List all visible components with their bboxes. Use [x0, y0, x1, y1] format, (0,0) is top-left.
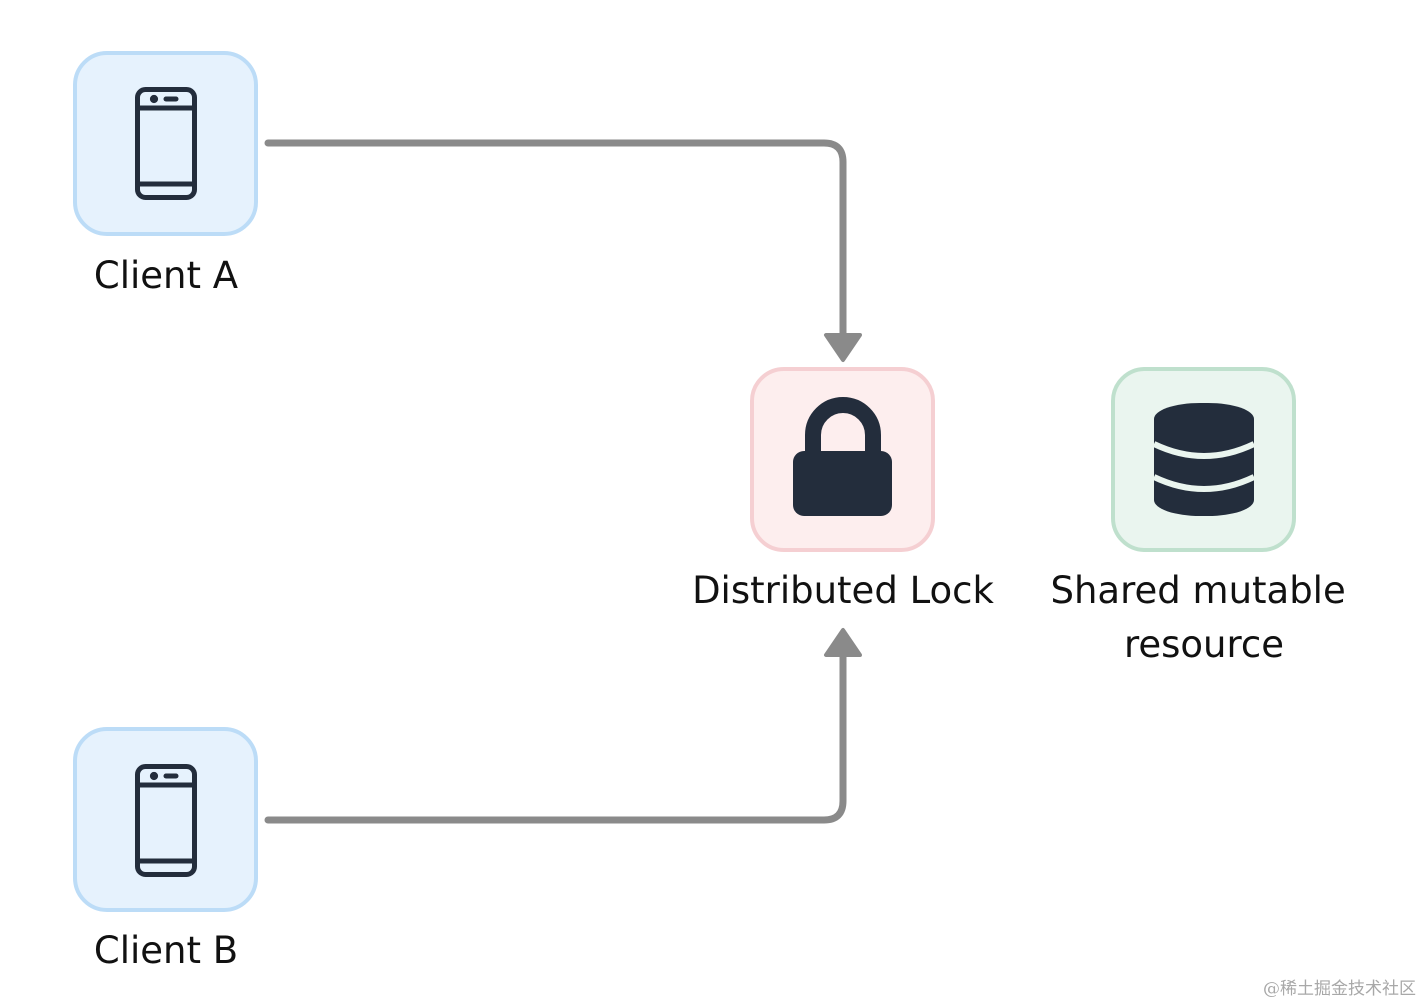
database-icon	[1152, 403, 1256, 516]
node-client-a[interactable]: Client A	[73, 51, 258, 297]
watermark-text: @稀土掘金技术社区	[1263, 979, 1416, 999]
shared-resource-label: Shared mutable resource	[1051, 569, 1358, 666]
node-client-b[interactable]: Client B	[73, 727, 258, 972]
node-distributed-lock[interactable]: Distributed Lock	[692, 367, 995, 612]
distributed-lock-label: Distributed Lock	[692, 569, 994, 612]
mobile-phone-icon	[135, 87, 197, 200]
node-shared-resource[interactable]: Shared mutable resource	[1051, 367, 1358, 666]
edge-client-b-to-lock	[264, 628, 862, 824]
edge-client-a-to-lock	[264, 139, 862, 362]
mobile-phone-icon	[135, 764, 197, 877]
padlock-icon	[793, 397, 892, 516]
client-a-label: Client A	[94, 254, 238, 297]
client-b-label: Client B	[94, 929, 238, 972]
shared-resource-label-line2: resource	[1124, 623, 1284, 666]
shared-resource-label-line1: Shared mutable	[1051, 569, 1346, 612]
